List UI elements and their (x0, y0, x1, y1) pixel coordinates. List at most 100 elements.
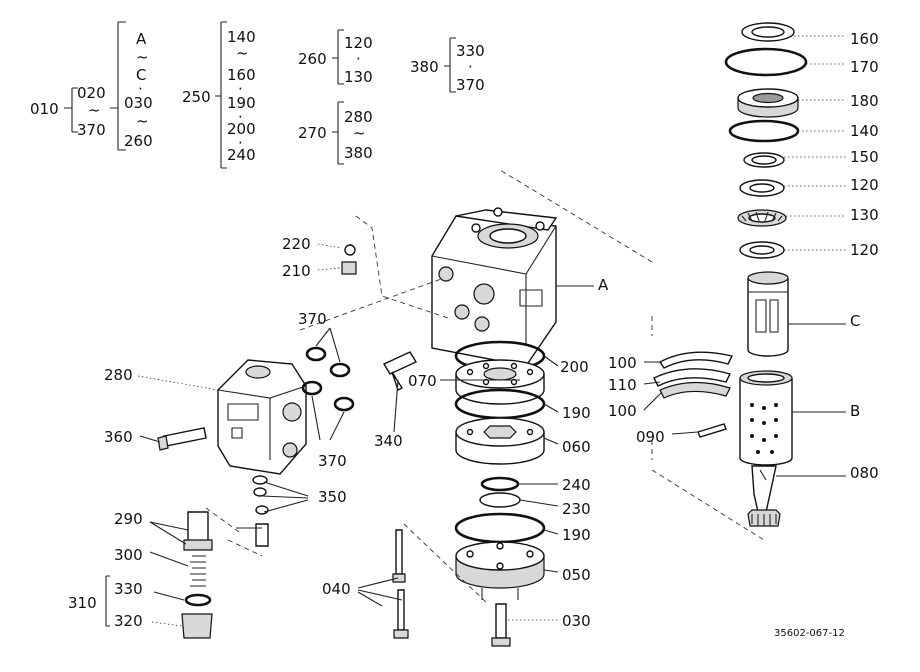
svg-text:380: 380 (344, 144, 373, 162)
part-070-plate (455, 359, 545, 405)
callout-170: 170 (850, 58, 879, 76)
part-C-spool (747, 271, 789, 357)
part-210-plug (341, 261, 357, 275)
part-100-110-springs (653, 351, 734, 399)
callout-120-upper: 120 (850, 176, 879, 194)
callout-130: 130 (850, 206, 879, 224)
callout-050: 050 (562, 566, 591, 584)
svg-text:~: ~ (136, 48, 149, 66)
callout-230: 230 (562, 500, 591, 518)
svg-text:·: · (356, 50, 361, 68)
label-250: 250 (182, 88, 211, 106)
part-370-o-rings (301, 346, 355, 412)
part-350-seats (252, 475, 269, 547)
svg-text:260: 260 (124, 132, 153, 150)
svg-text:·: · (238, 80, 243, 98)
label-380: 380 (410, 58, 439, 76)
part-190-o-ring-lower (454, 512, 546, 544)
part-340-check-valve (382, 351, 418, 375)
callout-040: 040 (322, 580, 351, 598)
svg-text:240: 240 (227, 146, 256, 164)
callout-110: 110 (608, 376, 637, 394)
callout-350: 350 (318, 488, 347, 506)
svg-text:~: ~ (236, 44, 249, 62)
svg-text:·: · (468, 58, 473, 76)
callout-310: 310 (68, 594, 97, 612)
callout-240: 240 (562, 476, 591, 494)
callout-190-upper: 190 (562, 404, 591, 422)
part-A-housing (431, 207, 558, 367)
svg-text:·: · (238, 134, 243, 152)
callout-060: 060 (562, 438, 591, 456)
svg-text:190: 190 (227, 94, 256, 112)
part-040-bolts (392, 529, 409, 639)
svg-text:~: ~ (353, 124, 366, 142)
svg-text:370: 370 (456, 76, 485, 94)
callout-A: A (598, 276, 609, 294)
part-140-o-ring (728, 119, 800, 143)
callout-120-lower: 120 (850, 241, 879, 259)
part-060-gerotor (455, 417, 545, 465)
callout-090: 090 (636, 428, 665, 446)
svg-text:·: · (238, 108, 243, 126)
svg-text:~: ~ (136, 112, 149, 130)
svg-text:120: 120 (344, 34, 373, 52)
figure-code: 35602-067-12 (774, 628, 845, 639)
part-030-bolt (495, 603, 507, 639)
svg-text:330: 330 (456, 42, 485, 60)
label-260: 260 (298, 50, 327, 68)
part-240-o-ring (480, 476, 520, 492)
svg-text:030: 030 (124, 94, 153, 112)
svg-text:020: 020 (77, 84, 106, 102)
svg-text:C: C (136, 66, 146, 84)
part-230-plate (479, 492, 521, 508)
callout-220: 220 (282, 235, 311, 253)
part-090-pin (697, 423, 727, 438)
callout-150: 150 (850, 148, 879, 166)
callout-370-upper: 370 (298, 310, 327, 328)
part-290-320-relief-stack (181, 507, 263, 639)
svg-text:130: 130 (344, 68, 373, 86)
gerotor-stack (392, 340, 546, 647)
svg-text:·: · (138, 80, 143, 98)
callout-100-lower: 100 (608, 402, 637, 420)
callout-330: 330 (114, 580, 143, 598)
svg-text:200: 200 (227, 120, 256, 138)
callout-030: 030 (562, 612, 591, 630)
label-270: 270 (298, 124, 327, 142)
callout-280: 280 (104, 366, 133, 384)
part-220-ball (344, 244, 356, 256)
callout-320: 320 (114, 612, 143, 630)
callout-370-lower: 370 (318, 452, 347, 470)
callout-190-lower: 190 (562, 526, 591, 544)
part-170-o-ring (724, 47, 808, 77)
right-stack (499, 22, 808, 541)
callout-labels: 160 170 180 140 150 120 130 120 C B 080 … (68, 30, 879, 639)
callout-140: 140 (850, 122, 879, 140)
svg-text:A: A (136, 30, 147, 48)
callout-360: 360 (104, 428, 133, 446)
group-380: 380 330 · 370 (410, 37, 485, 94)
svg-text:280: 280 (344, 108, 373, 126)
svg-text:140: 140 (227, 28, 256, 46)
part-080-drive-shaft (747, 465, 781, 527)
callout-200: 200 (560, 358, 589, 376)
callout-290: 290 (114, 510, 143, 528)
callout-210: 210 (282, 262, 311, 280)
callout-080: 080 (850, 464, 879, 482)
part-050-end-cover (455, 541, 545, 600)
callout-070: 070 (408, 372, 437, 390)
group-010: 010 020 ~ 370 A ~ C · 030 ~ 260 (30, 21, 153, 151)
group-270: 270 280 ~ 380 (298, 101, 373, 165)
svg-text:160: 160 (227, 66, 256, 84)
group-250: 250 140 ~ 160 · 190 · 200 · 240 (182, 21, 256, 169)
callout-180: 180 (850, 92, 879, 110)
callout-B: B (850, 402, 860, 420)
group-260: 260 120 · 130 (298, 29, 373, 86)
part-360-screw (163, 427, 207, 447)
leader-lines (105, 35, 846, 627)
callout-100-upper: 100 (608, 354, 637, 372)
svg-text:370: 370 (77, 121, 106, 139)
